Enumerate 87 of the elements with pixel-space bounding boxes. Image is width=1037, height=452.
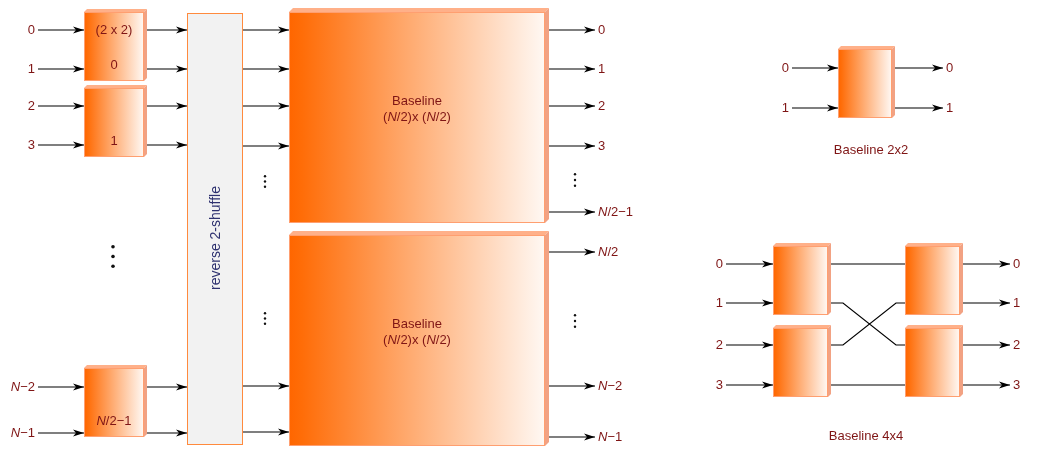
arrow: [146, 141, 188, 149]
port-label: 1: [715, 295, 723, 311]
switch-box: [905, 325, 963, 397]
connector-line: [830, 263, 906, 265]
port-label: 2: [715, 337, 723, 353]
switch-box: [84, 85, 147, 157]
arrow: [146, 429, 188, 437]
arrow: [242, 382, 290, 390]
switch-label: 1: [110, 133, 118, 149]
switch-box: [773, 243, 831, 315]
arrow: [146, 102, 188, 110]
arrow: [548, 433, 596, 441]
arrow: [242, 102, 290, 110]
port-label: 0: [1013, 256, 1021, 272]
port-label: 1: [598, 61, 606, 77]
arrow: [725, 381, 774, 389]
arrow: [894, 64, 944, 72]
port-label: 2: [598, 98, 606, 114]
block-label: Baseline (N/2)x (N/2): [382, 315, 452, 348]
crossing-lines: [830, 302, 906, 346]
port-label: 0: [715, 256, 723, 272]
shuffle-label: reverse 2-shuffle: [207, 185, 223, 290]
arrow: [146, 383, 188, 391]
arrow: [548, 248, 596, 256]
block-label: Baseline (N/2)x (N/2): [382, 92, 452, 125]
arrow: [962, 299, 1011, 307]
arrow: [242, 428, 290, 436]
arrow: [791, 64, 839, 72]
port-label: 1: [27, 61, 35, 77]
port-label: 1: [946, 100, 954, 116]
arrow: [242, 65, 290, 73]
port-label: 3: [715, 377, 723, 393]
port-label: 1: [781, 100, 789, 116]
port-label: N−1: [10, 425, 35, 441]
switch-box: [838, 46, 895, 118]
switch-label: N/2−1: [96, 413, 132, 429]
arrow: [725, 299, 774, 307]
caption: Baseline 4x4: [828, 428, 904, 444]
network-block: [289, 8, 549, 223]
arrow: [37, 26, 85, 34]
port-label: 3: [27, 137, 35, 153]
arrow: [548, 26, 596, 34]
shuffle-box: [187, 13, 243, 445]
port-label: 2: [1013, 337, 1021, 353]
port-label: 0: [781, 60, 789, 76]
arrow: [242, 142, 290, 150]
port-label: 0: [946, 60, 954, 76]
arrow: [548, 142, 596, 150]
arrow: [548, 65, 596, 73]
port-label: 3: [598, 138, 606, 154]
arrow: [146, 26, 188, 34]
arrow: [725, 341, 774, 349]
arrow: [37, 383, 85, 391]
arrow: [962, 341, 1011, 349]
connector-line: [830, 384, 906, 386]
port-label: 0: [598, 22, 606, 38]
arrow: [146, 65, 188, 73]
switch-box: [905, 243, 963, 315]
port-label: N/2: [598, 244, 619, 260]
port-label: 2: [27, 98, 35, 114]
switch-label: 0: [110, 57, 118, 73]
arrow: [791, 104, 839, 112]
port-label: N/2−1: [598, 204, 634, 220]
arrow: [37, 102, 85, 110]
arrow: [548, 382, 596, 390]
port-label: N−1: [598, 429, 623, 445]
arrow: [894, 104, 944, 112]
switch-label: (2 x 2): [95, 22, 133, 38]
caption: Baseline 2x2: [833, 142, 909, 158]
switch-box: [84, 9, 147, 81]
arrow: [962, 381, 1011, 389]
port-label: 1: [1013, 295, 1021, 311]
port-label: N−2: [10, 379, 35, 395]
arrow: [548, 208, 596, 216]
network-block: [289, 231, 549, 446]
switch-box: [84, 365, 147, 437]
port-label: 0: [27, 22, 35, 38]
arrow: [725, 260, 774, 268]
port-label: N−2: [598, 378, 623, 394]
arrow: [37, 141, 85, 149]
switch-box: [773, 325, 831, 397]
arrow: [37, 65, 85, 73]
port-label: 3: [1013, 377, 1021, 393]
arrow: [37, 429, 85, 437]
arrow: [242, 26, 290, 34]
arrow: [548, 102, 596, 110]
arrow: [962, 260, 1011, 268]
